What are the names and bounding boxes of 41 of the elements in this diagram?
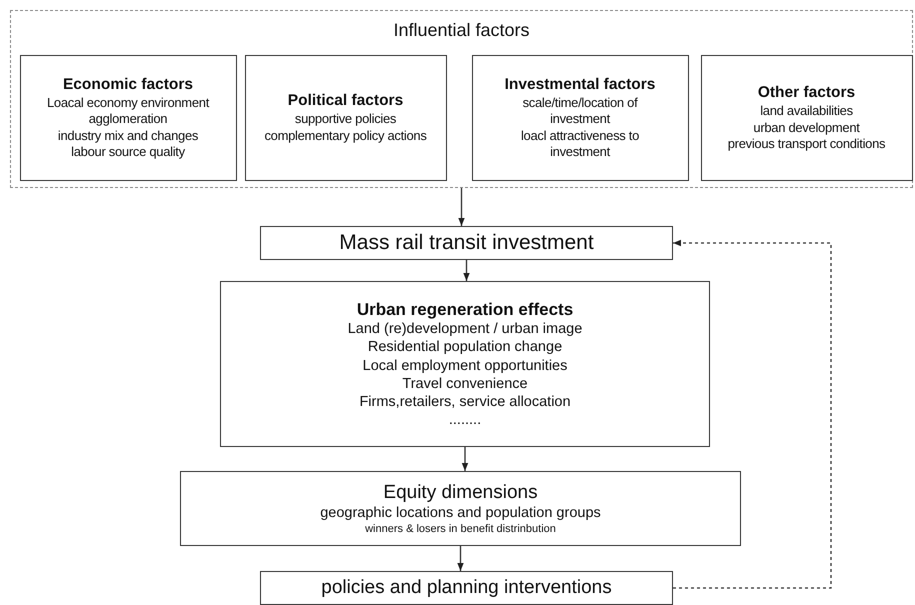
box-heading: Other factors xyxy=(758,82,856,102)
box-heading: Investmental factors xyxy=(504,74,656,94)
box-text: supportive policies xyxy=(294,111,396,128)
factor-box xyxy=(472,54,688,180)
box-text: Local employment opportunities xyxy=(362,356,568,375)
process-box xyxy=(220,281,710,447)
box-heading: policies and planning interventions xyxy=(321,576,612,600)
arrow xyxy=(458,188,465,226)
process-box xyxy=(260,226,673,260)
process-box xyxy=(260,571,673,605)
box-text: complementary policy actions xyxy=(264,128,427,144)
process-box xyxy=(180,471,741,546)
dashed-feedback-arrow xyxy=(673,240,832,589)
box-text: Residential population change xyxy=(368,338,562,356)
box-text: previous transport conditions xyxy=(728,136,886,152)
box-text: Firms,retailers, service allocation xyxy=(359,392,571,411)
box-text: loacl attractiveness to investment xyxy=(520,128,640,160)
factor-box xyxy=(20,54,236,180)
factor-box xyxy=(700,54,912,180)
arrow xyxy=(457,546,464,571)
box-heading: Economic factors xyxy=(62,74,194,94)
factor-box xyxy=(244,54,446,180)
group-title: Influential factors xyxy=(393,19,530,42)
arrow xyxy=(462,447,468,471)
box-heading: Urban regeneration effects xyxy=(356,299,574,320)
dashed-group-box xyxy=(10,10,913,188)
box-text: geographic locations and population groups xyxy=(320,504,601,523)
box-text: ........ xyxy=(448,410,482,429)
box-heading: Political factors xyxy=(288,91,404,110)
box-heading: Mass rail transit investment xyxy=(339,230,594,256)
box-heading: Equity dimensions xyxy=(383,480,538,504)
box-text: labour source quality xyxy=(71,144,185,160)
box-text: Loacal economy environment xyxy=(46,95,210,112)
box-text: urban development xyxy=(753,120,860,136)
box-text: winners & losers in benefit distrinbution xyxy=(365,522,556,536)
box-text: agglomeration xyxy=(88,111,168,128)
arrow xyxy=(463,260,470,281)
box-text: Land (re)development / urban image xyxy=(348,320,582,338)
box-text: industry mix and changes xyxy=(58,128,198,144)
box-text: Travel convenience xyxy=(402,374,528,393)
box-text: land availabilities xyxy=(760,103,853,120)
